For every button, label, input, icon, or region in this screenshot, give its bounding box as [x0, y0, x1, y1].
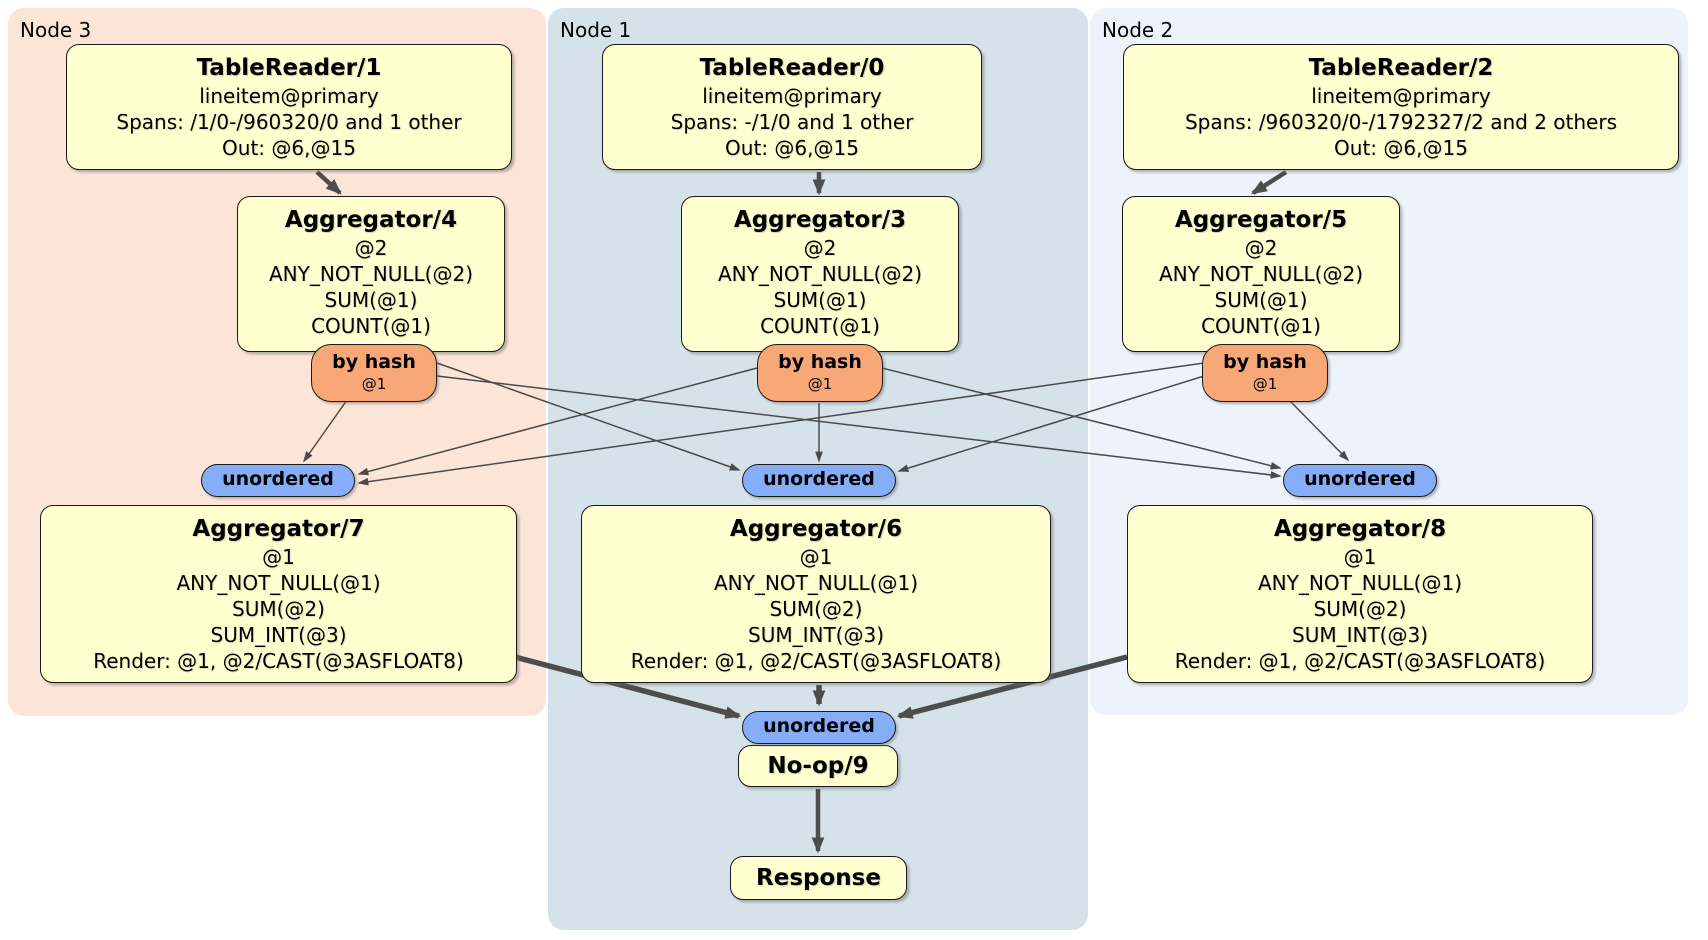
- hash-routing-edges: [303, 362, 1350, 486]
- processor-noop-9: No-op/9: [738, 745, 898, 787]
- processor-detail: SUM_INT(@3): [210, 623, 347, 647]
- processor-detail: @2: [354, 236, 388, 260]
- processor-tablereader-1: TableReader/1 lineitem@primary Spans: /1…: [66, 44, 512, 170]
- node-group-1-label: Node 1: [560, 18, 632, 42]
- processor-detail: Spans: /1/0-/960320/0 and 1 other: [116, 110, 462, 134]
- processor-title: Aggregator/7: [192, 516, 365, 542]
- by-hash-label: by hash: [332, 351, 416, 373]
- processor-detail: Spans: /960320/0-/1792327/2 and 2 others: [1184, 110, 1617, 134]
- processor-tablereader-0: TableReader/0 lineitem@primary Spans: -/…: [602, 44, 982, 170]
- by-hash-key: @1: [807, 375, 833, 393]
- processor-aggregator-6: Aggregator/6 @1 ANY_NOT_NULL(@1) SUM(@2)…: [581, 505, 1051, 683]
- processor-detail: ANY_NOT_NULL(@2): [718, 262, 922, 286]
- processor-detail: SUM(@1): [773, 288, 867, 312]
- processor-detail: Spans: -/1/0 and 1 other: [670, 110, 914, 134]
- processor-title: No-op/9: [767, 753, 869, 779]
- processor-detail: SUM(@1): [324, 288, 418, 312]
- by-hash-label: by hash: [778, 351, 862, 373]
- processor-detail: SUM(@2): [232, 597, 325, 621]
- stream-by-hash-badge: by hash @1: [1202, 344, 1328, 402]
- processor-detail: Out: @6,@15: [725, 136, 859, 160]
- processor-detail: lineitem@primary: [1311, 84, 1491, 108]
- processor-detail: @2: [803, 236, 837, 260]
- processor-detail: Out: @6,@15: [222, 136, 356, 160]
- processor-title: Aggregator/5: [1174, 207, 1348, 233]
- processor-detail: lineitem@primary: [199, 84, 379, 108]
- processor-detail: lineitem@primary: [702, 84, 882, 108]
- processor-title: Aggregator/8: [1273, 516, 1447, 542]
- processor-detail: SUM(@1): [1214, 288, 1308, 312]
- processor-detail: @1: [262, 545, 295, 569]
- stream-unordered-badge: unordered: [742, 711, 896, 744]
- processor-detail: ANY_NOT_NULL(@1): [714, 571, 918, 595]
- processor-detail: SUM(@2): [769, 597, 863, 621]
- processor-detail: SUM_INT(@3): [748, 623, 884, 647]
- processor-title: Aggregator/3: [733, 207, 907, 233]
- reader-to-aggregator-edges: [315, 170, 1288, 196]
- processor-title: Aggregator/6: [729, 516, 903, 542]
- processor-aggregator-7: Aggregator/7 @1 ANY_NOT_NULL(@1) SUM(@2)…: [40, 505, 517, 683]
- stream-unordered-badge: unordered: [742, 464, 896, 497]
- merge-edges: [514, 654, 1128, 854]
- processor-detail: Render: @1, @2/CAST(@3ASFLOAT8): [93, 649, 464, 673]
- processor-title: Aggregator/4: [284, 207, 458, 233]
- processor-detail: ANY_NOT_NULL(@2): [269, 262, 473, 286]
- processor-detail: ANY_NOT_NULL(@1): [176, 571, 381, 595]
- by-hash-key: @1: [361, 375, 387, 393]
- stream-by-hash-badge: by hash @1: [311, 344, 437, 402]
- processor-detail: SUM(@2): [1313, 597, 1407, 621]
- processor-detail: COUNT(@1): [1201, 314, 1321, 338]
- processor-aggregator-5: Aggregator/5 @2 ANY_NOT_NULL(@2) SUM(@1)…: [1122, 196, 1400, 352]
- processor-detail: @2: [1244, 236, 1278, 260]
- processor-aggregator-3: Aggregator/3 @2 ANY_NOT_NULL(@2) SUM(@1)…: [681, 196, 959, 352]
- processor-detail: COUNT(@1): [760, 314, 880, 338]
- stream-by-hash-badge: by hash @1: [757, 344, 883, 402]
- processor-title: Response: [756, 865, 881, 891]
- processor-detail: @1: [1343, 545, 1377, 569]
- processor-detail: @1: [799, 545, 833, 569]
- processor-aggregator-8: Aggregator/8 @1 ANY_NOT_NULL(@1) SUM(@2)…: [1127, 505, 1593, 683]
- processor-aggregator-4: Aggregator/4 @2 ANY_NOT_NULL(@2) SUM(@1)…: [237, 196, 505, 352]
- by-hash-label: by hash: [1223, 351, 1307, 373]
- node-group-3-label: Node 3: [20, 18, 92, 42]
- processor-title: TableReader/2: [1308, 55, 1494, 81]
- stream-unordered-badge: unordered: [201, 464, 355, 497]
- processor-detail: Render: @1, @2/CAST(@3ASFLOAT8): [1174, 649, 1546, 673]
- node-group-2-label: Node 2: [1102, 18, 1174, 42]
- processor-title: TableReader/0: [699, 55, 885, 81]
- processor-title: TableReader/1: [196, 55, 382, 81]
- processor-detail: Out: @6,@15: [1334, 136, 1468, 160]
- processor-detail: ANY_NOT_NULL(@2): [1159, 262, 1363, 286]
- processor-detail: SUM_INT(@3): [1292, 623, 1428, 647]
- processor-detail: Render: @1, @2/CAST(@3ASFLOAT8): [630, 649, 1002, 673]
- processor-detail: ANY_NOT_NULL(@1): [1258, 571, 1462, 595]
- processor-detail: COUNT(@1): [311, 314, 431, 338]
- processor-tablereader-2: TableReader/2 lineitem@primary Spans: /9…: [1123, 44, 1679, 170]
- response-node: Response: [730, 856, 907, 900]
- by-hash-key: @1: [1252, 375, 1278, 393]
- stream-unordered-badge: unordered: [1283, 464, 1437, 497]
